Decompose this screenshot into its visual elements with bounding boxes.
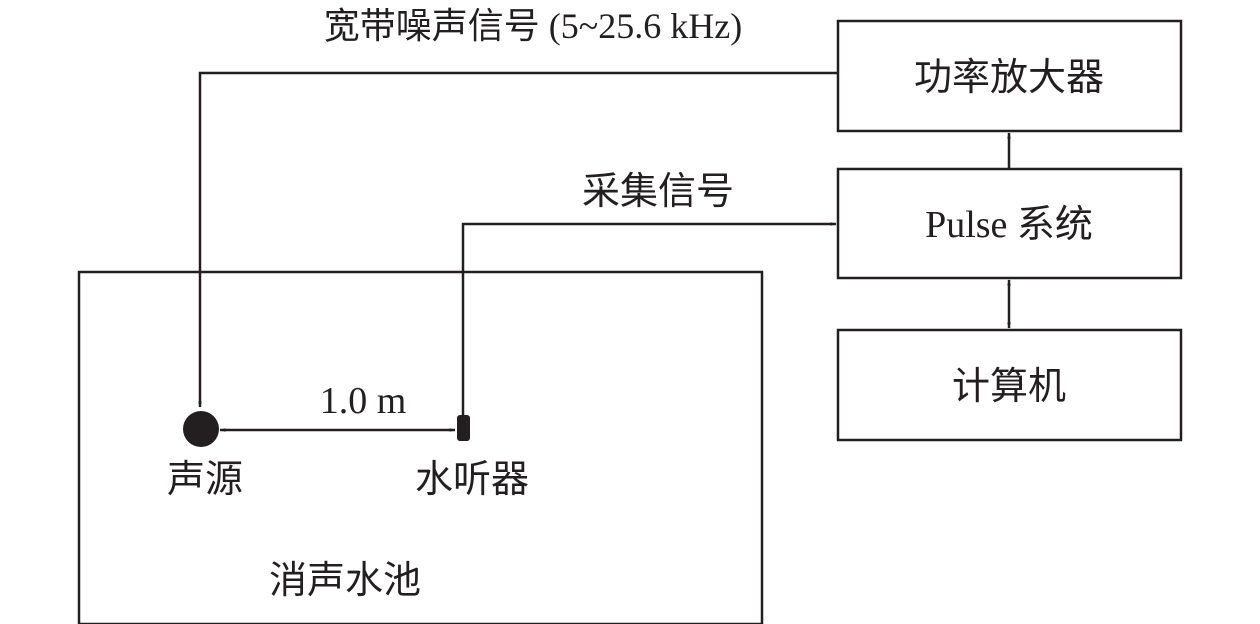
hydrophone-label: 水听器 bbox=[415, 459, 529, 501]
anechoic-tank bbox=[77, 270, 764, 624]
pulse-system-label: Pulse 系统 bbox=[925, 204, 1093, 246]
distance-label: 1.0 m bbox=[320, 380, 407, 422]
noise-signal-line bbox=[198, 71, 838, 408]
acquisition-signal-line bbox=[461, 222, 837, 418]
acquisition-signal-label: 采集信号 bbox=[582, 171, 734, 213]
power-amplifier-label: 功率放大器 bbox=[914, 57, 1104, 99]
computer-box bbox=[836, 328, 1183, 442]
pulse-system-box bbox=[836, 167, 1183, 280]
power-amplifier-box bbox=[836, 19, 1183, 133]
tank-label: 消声水池 bbox=[269, 560, 421, 602]
sound-source bbox=[183, 411, 219, 447]
noise-signal-label: 宽带噪声信号 (5~25.6 kHz) bbox=[324, 6, 742, 46]
hydrophone bbox=[457, 415, 470, 441]
computer-label: 计算机 bbox=[952, 366, 1066, 408]
sound-source-label: 声源 bbox=[167, 459, 243, 501]
